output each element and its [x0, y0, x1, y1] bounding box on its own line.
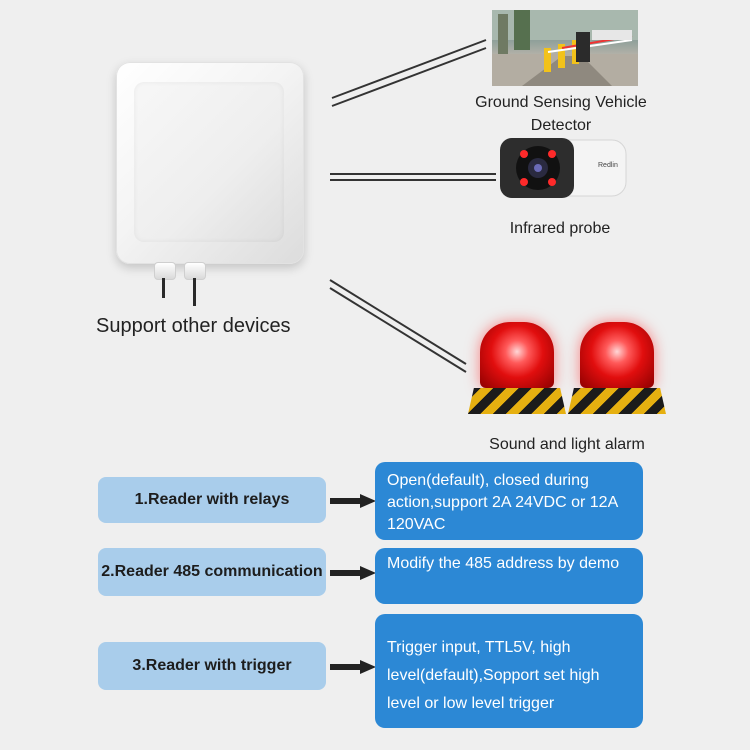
feature-desc-485: Modify the 485 address by demo [375, 548, 643, 604]
reader-caption: Support other devices [96, 315, 291, 337]
line-to-detector-b [331, 47, 487, 107]
feature-desc-relays: Open(default), closed during action,supp… [375, 462, 643, 540]
alarm-base-right [568, 388, 666, 414]
cable-right [193, 278, 196, 306]
parking-gate-illustration [492, 10, 638, 86]
arrow-icon [330, 566, 376, 580]
feature-title-485: 2.Reader 485 communication [98, 548, 326, 596]
parking-gate-image [492, 10, 638, 86]
feature-desc-trigger: Trigger input, TTL5V, high level(default… [375, 614, 643, 728]
cable-gland-left [154, 262, 176, 280]
alarm-light-right [568, 322, 666, 416]
camera-brand: Redlin [598, 162, 618, 169]
line-to-detector-a [331, 39, 487, 99]
infrared-camera-image: Redlin [494, 130, 630, 208]
reader-panel [134, 82, 284, 242]
rfid-reader-image [116, 62, 304, 264]
line-to-alarm-a [329, 279, 467, 365]
line-to-alarm-b [329, 287, 467, 373]
camera-illustration [500, 138, 627, 198]
feature-title-trigger: 3.Reader with trigger [98, 642, 326, 690]
feature-title-relays: 1.Reader with relays [98, 477, 326, 523]
alarm-dome-left [480, 322, 554, 388]
alarm-base-left [468, 388, 566, 414]
alarm-dome-right [580, 322, 654, 388]
arrow-icon [330, 494, 376, 508]
arrow-icon [330, 660, 376, 674]
alarm-light-left [468, 322, 566, 416]
infrared-probe-label: Infrared probe [509, 220, 611, 237]
alarm-label: Sound and light alarm [489, 436, 645, 453]
vehicle-detector-label: Ground Sensing Vehicle Detector [475, 94, 647, 134]
cable-left [162, 278, 165, 298]
